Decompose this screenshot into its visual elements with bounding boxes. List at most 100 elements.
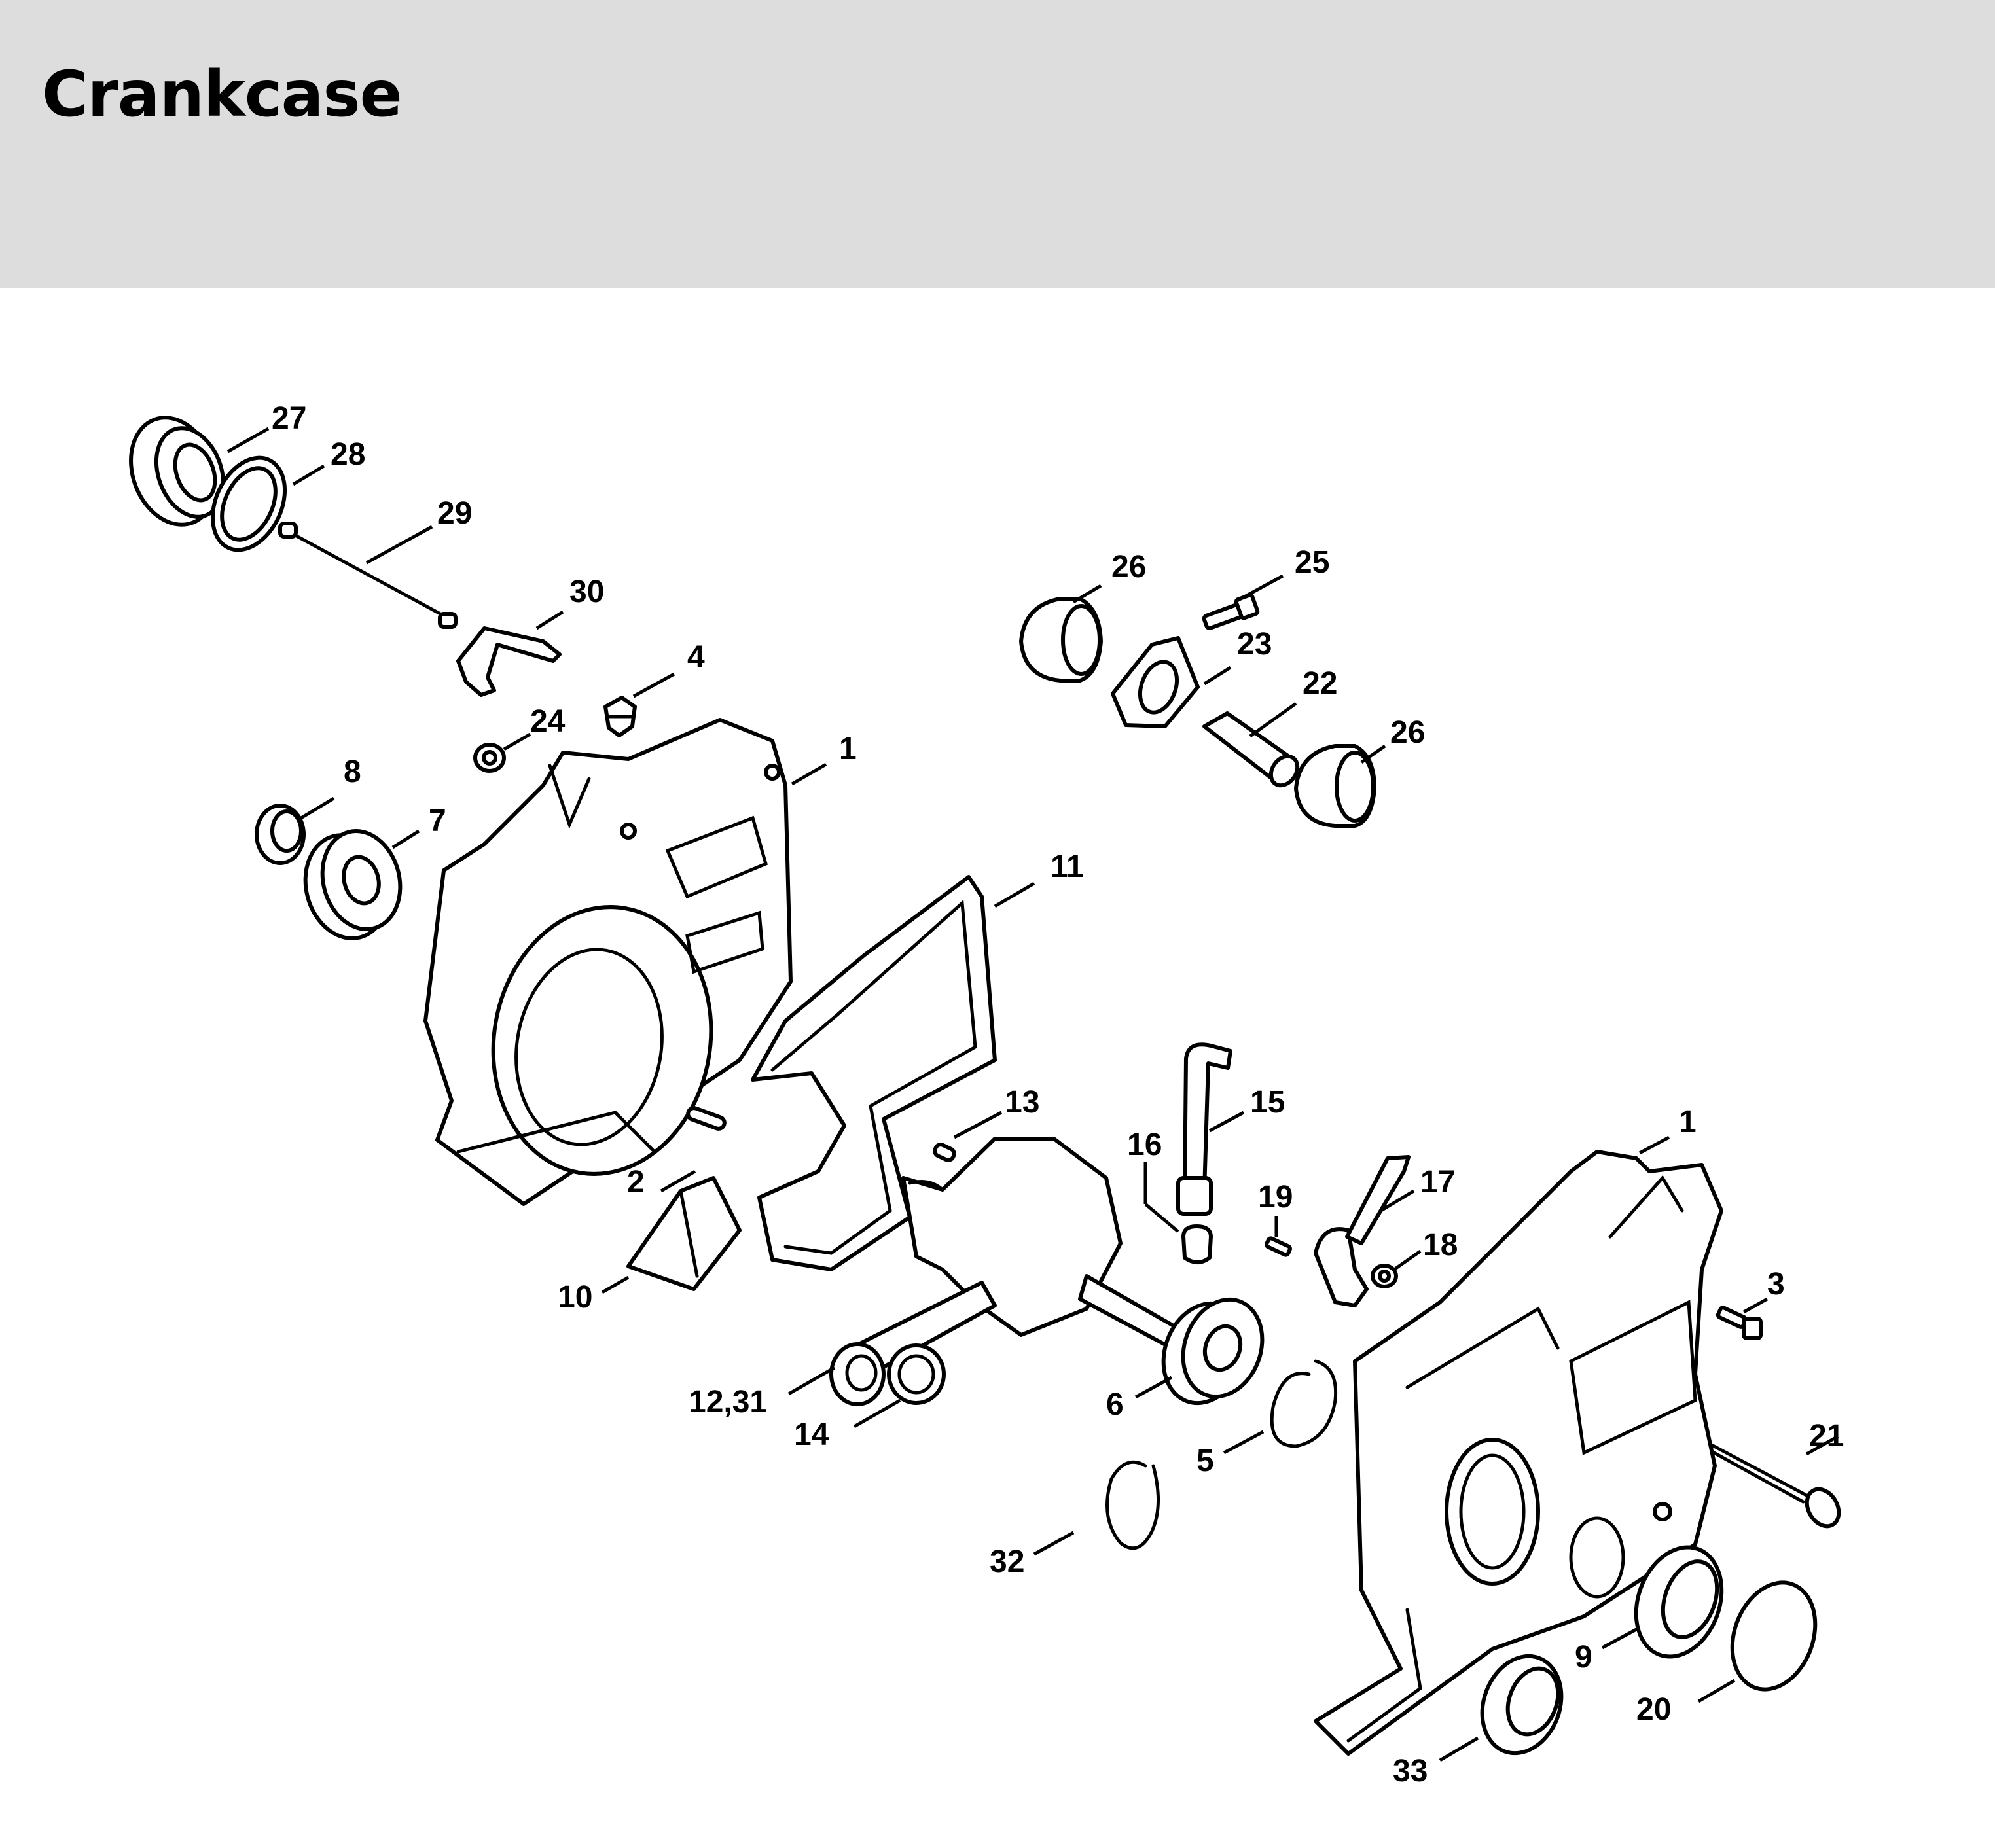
leader-22 <box>1249 702 1297 738</box>
part-6-ball-bearing <box>1161 1297 1265 1406</box>
part-15-tube <box>1176 1042 1232 1216</box>
callout-13: 13 <box>1005 1085 1039 1120</box>
callout-23: 23 <box>1237 627 1272 662</box>
part-20-cover <box>1730 1580 1818 1692</box>
part-25-screw <box>1202 593 1260 630</box>
leader-8 <box>300 796 335 820</box>
part-27-nut <box>129 416 226 527</box>
page-title: Crankcase <box>42 58 403 131</box>
callout-3: 3 <box>1767 1267 1785 1302</box>
callout-8: 8 <box>344 755 361 789</box>
leader-24 <box>503 732 531 751</box>
part-18-nut <box>1371 1264 1398 1288</box>
part-26-buffer-lower <box>1294 744 1376 828</box>
leader-29 <box>365 525 433 565</box>
callout-22: 22 <box>1303 666 1337 701</box>
callout-20: 20 <box>1636 1692 1671 1727</box>
leader-16b <box>1144 1203 1179 1233</box>
leader-15 <box>1208 1111 1245 1133</box>
callout-26b: 26 <box>1390 715 1425 750</box>
part-16-filter <box>1181 1224 1213 1264</box>
leader-4 <box>632 672 675 698</box>
leader-32 <box>1033 1531 1075 1556</box>
part-32-circlip <box>1105 1460 1160 1550</box>
callout-4: 4 <box>687 640 705 675</box>
part-13-key <box>933 1143 956 1162</box>
callout-28: 28 <box>331 437 365 472</box>
callout-5: 5 <box>1196 1444 1214 1478</box>
part-10-baffle <box>626 1176 742 1291</box>
leader-33 <box>1439 1736 1479 1762</box>
callout-1231: 12,31 <box>689 1385 767 1419</box>
callout-19: 19 <box>1258 1180 1293 1215</box>
part-14-needle-cage <box>887 1343 946 1405</box>
leader-5 <box>1223 1430 1265 1455</box>
callout-labels: 27 28 29 30 4 24 1 8 7 11 26 25 23 22 26… <box>272 401 1844 1788</box>
part-2-pin <box>686 1106 727 1131</box>
leader-1a <box>791 762 827 786</box>
header-band: Crankcase <box>0 0 1995 288</box>
leader-26a <box>1072 584 1102 604</box>
part-1-crankcase-right <box>1314 1150 1723 1756</box>
callout-17: 17 <box>1420 1165 1455 1199</box>
leader-28 <box>292 464 325 486</box>
part-33-oil-seal <box>1480 1654 1564 1756</box>
leader-3 <box>1742 1297 1769 1314</box>
leader-26b <box>1360 744 1386 764</box>
leader-7 <box>391 829 420 849</box>
callout-30: 30 <box>569 575 604 609</box>
part-9-oil-seal <box>1634 1545 1724 1659</box>
callout-1a: 1 <box>839 732 857 766</box>
callout-16: 16 <box>1127 1128 1162 1162</box>
leader-13 <box>953 1111 1003 1139</box>
leader-11 <box>994 881 1035 908</box>
part-19-screw <box>1265 1236 1292 1257</box>
callout-18: 18 <box>1423 1228 1458 1262</box>
callout-33: 33 <box>1393 1754 1428 1788</box>
part-17-lever <box>1314 1155 1411 1307</box>
callout-7: 7 <box>429 804 446 838</box>
callout-32: 32 <box>990 1544 1024 1579</box>
part-4-plug <box>603 696 637 737</box>
leader-17 <box>1380 1189 1415 1213</box>
leader-lines <box>226 427 1839 1762</box>
leader-30 <box>535 610 564 630</box>
part-12-31-crankshaft <box>829 1137 1180 1406</box>
part-7-ball-bearing <box>303 829 403 940</box>
callout-24: 24 <box>530 704 566 739</box>
callout-9: 9 <box>1575 1640 1592 1675</box>
leader-20 <box>1697 1679 1736 1703</box>
leader-9 <box>1601 1627 1638 1650</box>
leader-27 <box>226 427 270 453</box>
part-21-screw <box>1710 1443 1841 1529</box>
callout-6: 6 <box>1106 1387 1124 1422</box>
callout-21: 21 <box>1809 1419 1844 1453</box>
part-29-wire <box>278 522 458 629</box>
callout-2: 2 <box>627 1165 645 1199</box>
part-3-screw <box>1716 1306 1763 1340</box>
part-8-oil-seal <box>255 804 306 865</box>
callout-29: 29 <box>437 496 472 531</box>
leader-14 <box>853 1398 901 1429</box>
leader-10 <box>601 1275 630 1294</box>
callout-27: 27 <box>272 401 306 436</box>
part-5-circlip <box>1270 1359 1338 1448</box>
part-23-mount <box>1111 636 1200 728</box>
part-28-washer <box>210 455 287 552</box>
leader-25 <box>1236 574 1284 603</box>
leader-1231 <box>787 1366 836 1396</box>
part-30-bracket <box>456 626 562 697</box>
callout-25: 25 <box>1295 545 1329 580</box>
part-1-crankcase-left <box>423 718 793 1206</box>
callout-15: 15 <box>1250 1085 1285 1120</box>
callout-11: 11 <box>1051 849 1084 884</box>
callout-14: 14 <box>794 1417 829 1452</box>
leader-1b <box>1638 1135 1670 1155</box>
leader-23 <box>1203 666 1232 686</box>
part-26-buffer-upper <box>1019 597 1103 683</box>
part-24-nut <box>473 743 506 773</box>
callout-1b: 1 <box>1679 1105 1697 1139</box>
callout-26a: 26 <box>1111 550 1146 584</box>
leader-6 <box>1134 1376 1173 1399</box>
